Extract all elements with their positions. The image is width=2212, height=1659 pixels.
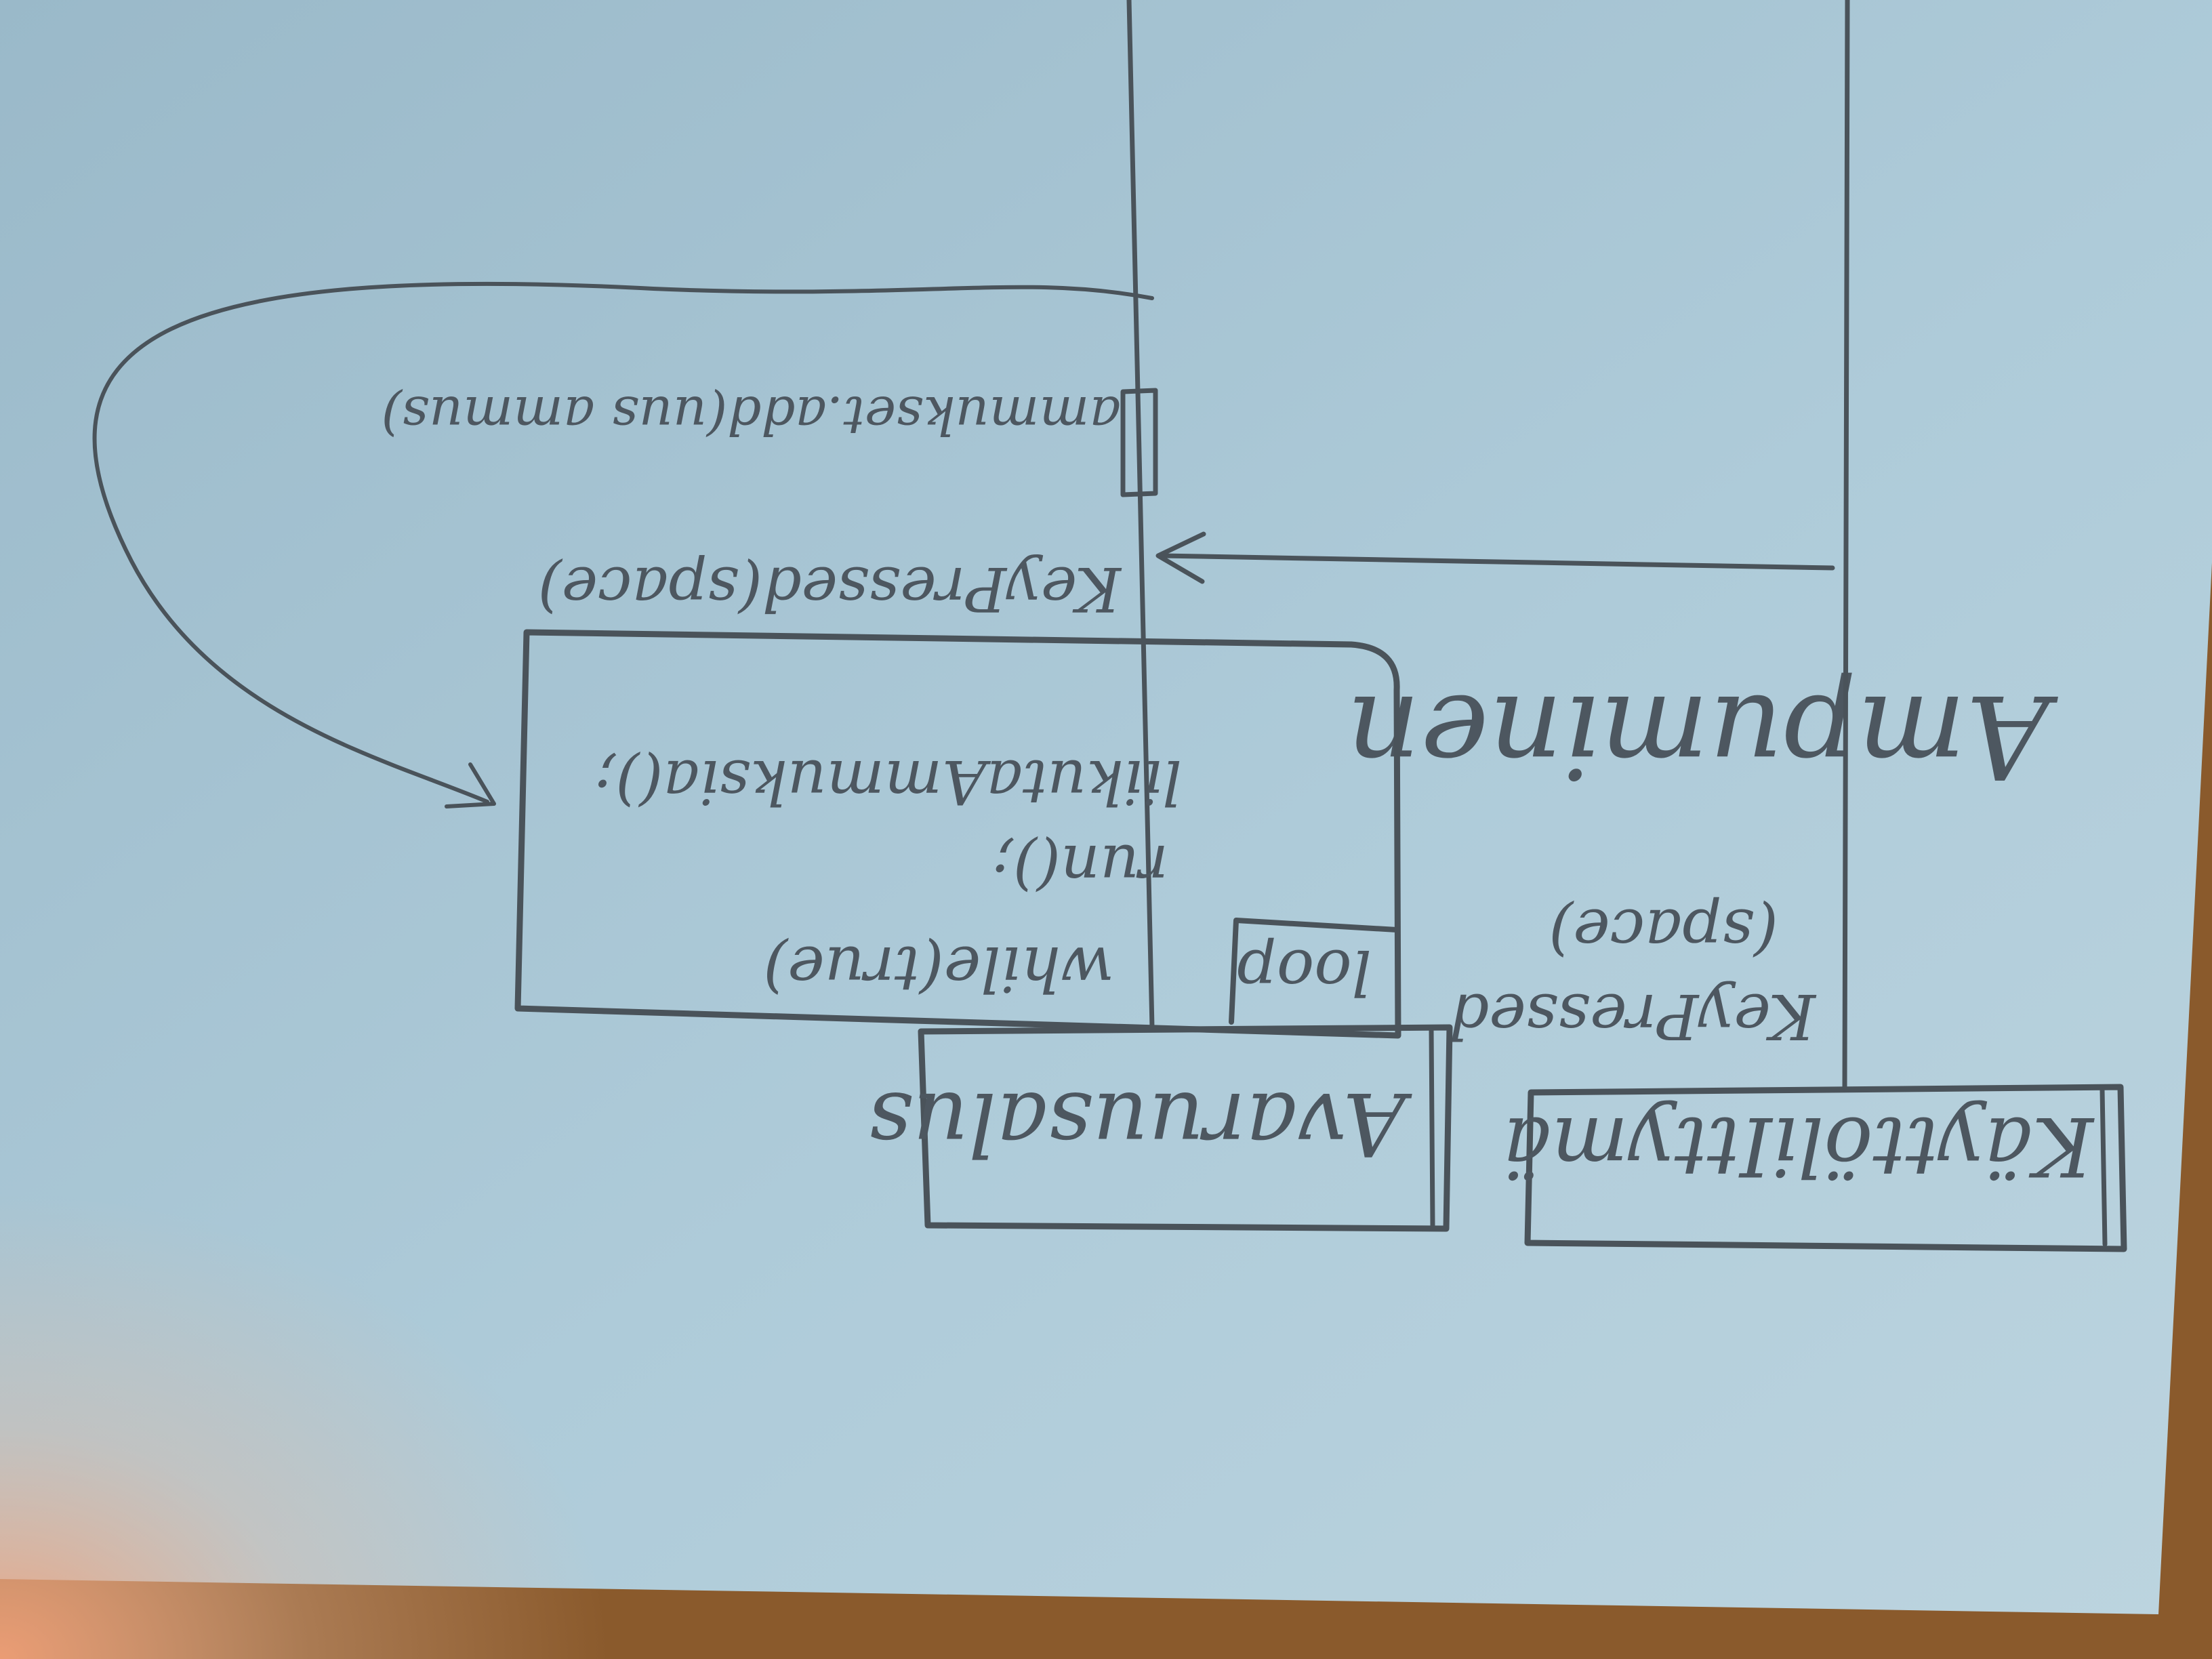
self-call-arrow — [92, 281, 1154, 804]
user-note-line2: (space) — [1549, 895, 1778, 968]
control-lifeline — [1126, 0, 1155, 1030]
loop-body-line2: liikutaAmmuksia(); — [595, 746, 1182, 817]
control-lifeline-box — [918, 1024, 1453, 1232]
activation-bar — [1120, 388, 1158, 497]
user-note-line1: KeyPressed — [1449, 980, 1817, 1052]
user-lifeline-box — [1524, 1084, 2127, 1252]
user-box-double-edge — [2100, 1087, 2108, 1247]
key-pressed-label: KeyPressed(space) — [538, 553, 1122, 624]
light-glare — [0, 881, 1017, 1659]
loop-label-tab — [1229, 918, 1399, 1025]
diagram-upside-down: Ampuminen KäyttöliIttymä KeyPressed (spa… — [92, 0, 2127, 1252]
loop-body-line1: run(); — [993, 831, 1169, 902]
user-lifeline — [1842, 0, 1850, 1091]
control-box-double-edge — [1429, 1027, 1435, 1228]
loop-label: loop — [1237, 936, 1372, 1008]
control-lifeline-label: Avaruusalus — [868, 1073, 1412, 1174]
diagram-title: Ampuminen — [1347, 669, 2058, 803]
loop-frame — [514, 629, 1401, 1039]
add-ammo-label: ammukset.add(uus ammus) — [382, 384, 1121, 445]
user-lifeline-label: KäyttöliIttymä — [1503, 1099, 2095, 1193]
key-pressed-arrow-line — [1159, 553, 1835, 571]
key-pressed-arrowhead — [1155, 531, 1206, 584]
loop-condition: while(true) — [763, 933, 1114, 1005]
self-call-arrowhead — [445, 762, 496, 808]
